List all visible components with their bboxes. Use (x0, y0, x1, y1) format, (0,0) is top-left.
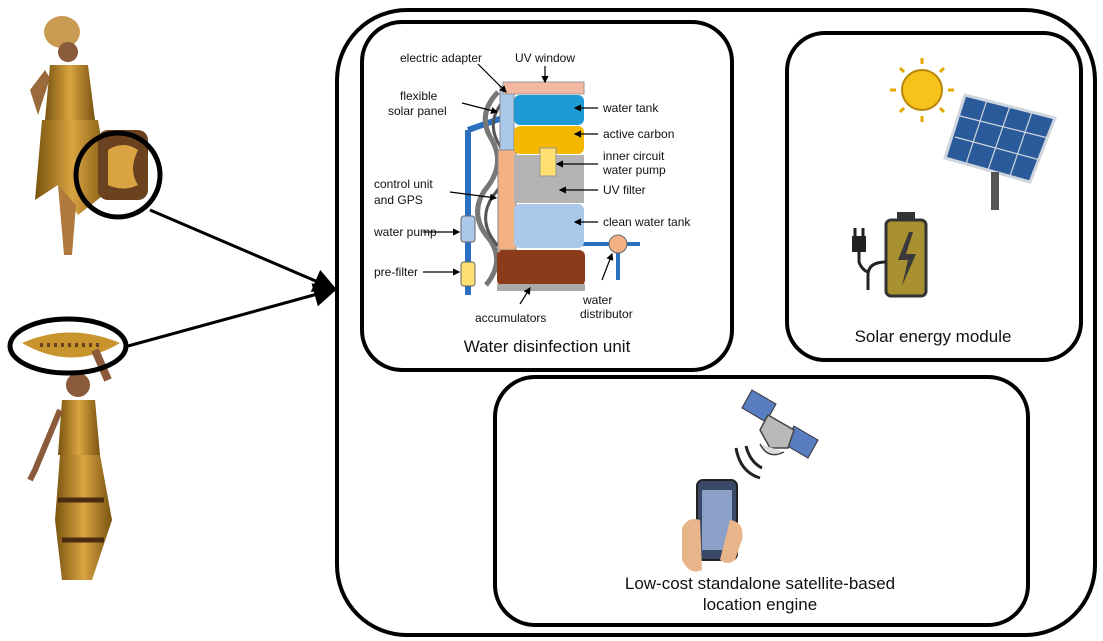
pre-filter-block (460, 261, 476, 287)
label-pre-filter: pre-filter (374, 265, 418, 279)
location-engine-panel (493, 375, 1030, 627)
water-unit-schematic (460, 81, 640, 295)
water-distributor (608, 234, 628, 254)
label-flexible: flexible (400, 89, 438, 103)
water-unit-callouts (423, 63, 614, 305)
label-uv-filter: UV filter (603, 183, 646, 197)
arrow-backpack-to-system (149, 208, 338, 292)
label-water: water (582, 293, 612, 307)
active-carbon-block (514, 126, 584, 154)
sun-icon (890, 58, 954, 122)
accumulators-block (497, 250, 585, 286)
solar-module-title: Solar energy module (855, 327, 1012, 346)
label-inner-circuit: inner circuit (603, 149, 665, 163)
label-electric-adapter: electric adapter (400, 51, 482, 65)
clean-water-tank-block (514, 204, 584, 248)
water-unit-panel (360, 20, 734, 372)
smartphone-in-hand-icon (682, 479, 743, 572)
basket-highlight-ellipse (7, 316, 129, 376)
label-clean-water-tank: clean water tank (603, 215, 691, 229)
label-distributor: distributor (580, 307, 633, 321)
label-active-carbon: active carbon (603, 127, 674, 141)
label-and-gps: and GPS (374, 193, 423, 207)
water-pump-block (460, 215, 476, 243)
water-tank-block (514, 95, 584, 125)
backpack-highlight-circle (73, 130, 163, 220)
satellite-icon (734, 389, 819, 480)
label-inner-water-pump: water pump (602, 163, 666, 177)
label-solar-panel: solar panel (388, 104, 447, 118)
system-container (335, 8, 1097, 637)
battery-plug-icon (852, 212, 928, 298)
label-water-tank: water tank (602, 101, 659, 115)
label-water-pump: water pump (373, 225, 437, 239)
location-engine-title-line1: Low-cost standalone satellite-based (625, 574, 895, 593)
solar-panel-icon (943, 93, 1058, 210)
arrow-basket-to-system (127, 283, 338, 348)
label-control-unit: control unit (374, 177, 433, 191)
control-unit-column (497, 149, 517, 251)
label-accumulators: accumulators (475, 311, 546, 325)
inner-pump-block (539, 147, 557, 177)
uv-window-block (502, 81, 585, 95)
water-unit-title: Water disinfection unit (464, 337, 631, 356)
location-engine-title-line2: location engine (703, 595, 817, 614)
woman-with-basket-icon (22, 332, 120, 580)
label-uv-window: UV window (515, 51, 575, 65)
solar-module-panel (785, 31, 1083, 362)
